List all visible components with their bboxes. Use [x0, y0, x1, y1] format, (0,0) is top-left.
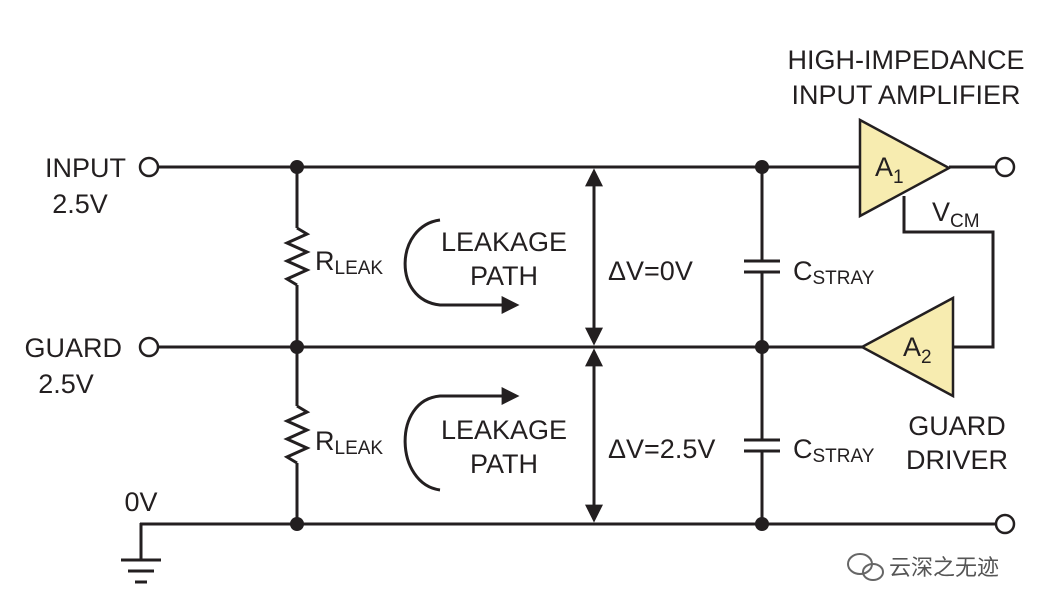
- delta-v-label-top: ΔV=0V: [608, 256, 693, 286]
- capacitor-top: [744, 167, 780, 347]
- amplifier-a2-label: A2: [903, 332, 932, 368]
- leakage-label-top-line2: PATH: [470, 261, 538, 291]
- leakage-label-top-line1: LEAKAGE: [441, 227, 567, 257]
- guard-terminal: [138, 336, 160, 358]
- capacitor-label-top: CSTRAY: [793, 256, 875, 289]
- leakage-label-bottom-line1: LEAKAGE: [441, 415, 567, 445]
- guard-driver-caption-line2: DRIVER: [906, 445, 1008, 475]
- junction-dots: [290, 160, 769, 531]
- capacitor-bottom: [744, 347, 780, 524]
- leakage-label-bottom-line2: PATH: [470, 449, 538, 479]
- watermark-text: 云深之无迹: [889, 556, 999, 581]
- amplifier-caption-line2: INPUT AMPLIFIER: [791, 80, 1020, 110]
- input-terminal: [138, 156, 160, 178]
- vcm-label: VCM: [932, 197, 980, 232]
- guard-driver-caption-line1: GUARD: [908, 411, 1006, 441]
- resistor-top: [283, 167, 311, 347]
- leakage-arrow-top: [403, 218, 520, 314]
- resistor-label-top: RLEAK: [315, 246, 383, 279]
- wechat-icon: [847, 553, 884, 581]
- leakage-arrow-bottom: [403, 387, 520, 492]
- resistor-label-bottom: RLEAK: [315, 426, 383, 459]
- ground-symbol: [121, 523, 161, 584]
- ground-terminal-right: [994, 513, 1016, 535]
- vcm-wire: [902, 196, 995, 349]
- amplifier-a1: [858, 117, 952, 219]
- output-terminal: [994, 156, 1016, 178]
- guard-node-voltage: 2.5V: [38, 369, 94, 399]
- amplifier-caption-line1: HIGH-IMPEDANCE: [787, 45, 1024, 75]
- guard-node-label: GUARD: [24, 333, 122, 363]
- amplifier-a2: [859, 295, 955, 399]
- input-node-label: INPUT: [45, 153, 126, 183]
- ground-node-label: 0V: [124, 487, 157, 517]
- amplifier-a1-label: A1: [875, 152, 904, 188]
- capacitor-label-bottom: CSTRAY: [793, 434, 875, 467]
- delta-v-label-bottom: ΔV=2.5V: [608, 434, 715, 464]
- resistor-bottom: [283, 347, 311, 524]
- input-node-voltage: 2.5V: [52, 189, 108, 219]
